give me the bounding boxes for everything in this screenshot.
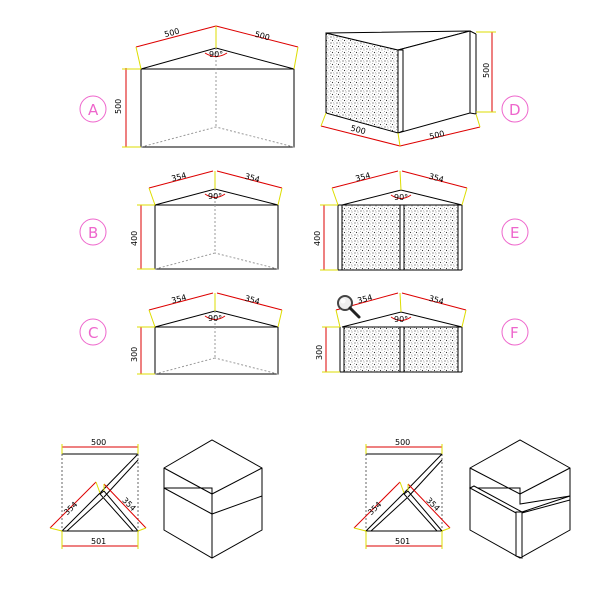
figure-a-drawing (140, 47, 295, 148)
plan-2: 500 354 354 501 (353, 438, 451, 549)
figure-f-label: F (510, 324, 519, 342)
figure-a-dim-right: 500 (254, 30, 271, 43)
figure-b-dim-left: 354 (170, 171, 187, 184)
figure-d-drawing (325, 30, 477, 134)
figure-e-label-circle (501, 218, 529, 246)
figure-b-label-circle (79, 218, 107, 246)
figure-e-dimensions (320, 170, 468, 271)
figure-e-drawing (337, 189, 463, 271)
figure-a-dim-left: 500 (163, 27, 180, 40)
figure-c-dim-left: 354 (170, 293, 187, 306)
figure-b-dimensions (137, 170, 283, 270)
figure-c-dimensions (137, 292, 283, 375)
figure-f: 354 354 300 90° F (315, 292, 529, 373)
figure-d-dim-left: 500 (350, 124, 367, 136)
plan-1: 500 354 354 501 (49, 438, 147, 549)
figure-a-dimensions (122, 25, 299, 148)
figure-b: 354 354 400 90° B (79, 170, 283, 270)
figure-e-angle: 90° (394, 193, 408, 202)
figure-c-dim-height: 300 (130, 347, 139, 362)
figure-d-label-circle (501, 95, 529, 123)
figure-b-label: B (88, 224, 98, 242)
figure-d-label: D (509, 101, 521, 119)
figure-c-label-circle (79, 318, 107, 346)
figure-e-label: E (510, 224, 519, 242)
figure-f-angle: 90° (394, 315, 408, 324)
figure-d-dim-right: 500 (428, 129, 445, 141)
plan-1-dim-diag-left: 354 (62, 500, 79, 517)
plan-1-dim-bottom: 501 (91, 537, 106, 546)
plan-1-dimensions (49, 444, 147, 549)
figure-c: 354 354 300 90° C (79, 292, 283, 375)
figure-b-dim-height: 400 (130, 231, 139, 246)
figure-d-dim-height: 500 (482, 63, 491, 78)
figure-a-label-circle (79, 95, 107, 123)
figure-b-dim-right: 354 (244, 172, 261, 185)
magnifier-icon[interactable] (337, 295, 361, 319)
plan-2-dim-bottom: 501 (395, 537, 410, 546)
figure-e-dim-right: 354 (428, 172, 445, 185)
figure-a-angle: 90° (209, 50, 223, 59)
plan-1-drawing (60, 453, 140, 532)
figure-c-dim-right: 354 (244, 294, 261, 307)
figure-f-dim-right: 354 (428, 294, 445, 307)
figure-a-label: A (88, 101, 99, 119)
plan-2-dim-diag-right: 354 (424, 496, 441, 513)
plan-2-dimensions (353, 444, 451, 549)
figure-f-dim-left: 354 (356, 293, 373, 306)
figure-f-drawing (339, 311, 463, 373)
plan-2-dim-diag-left: 354 (366, 500, 383, 517)
figure-e: 354 354 400 90° E (313, 170, 529, 271)
figure-b-angle: 90° (208, 192, 222, 201)
figure-f-label-circle (501, 318, 529, 346)
figure-e-dim-height: 400 (313, 231, 322, 246)
isometric-2 (468, 439, 571, 559)
figure-b-drawing (154, 188, 279, 270)
plan-1-dim-top: 500 (91, 438, 106, 447)
figure-f-dim-height: 300 (315, 345, 324, 360)
figure-c-label: C (88, 324, 98, 342)
isometric-1 (163, 439, 263, 559)
figure-c-angle: 90° (208, 314, 222, 323)
figure-d: 500 500 500 D (320, 30, 529, 147)
figure-d-dimensions (320, 31, 496, 147)
plan-2-dim-top: 500 (395, 438, 410, 447)
plan-1-dim-diag-right: 354 (120, 496, 137, 513)
figure-a: 500 500 500 90° A (79, 25, 299, 148)
figure-e-dim-left: 354 (354, 171, 371, 184)
figure-a-dim-height: 500 (114, 99, 123, 114)
